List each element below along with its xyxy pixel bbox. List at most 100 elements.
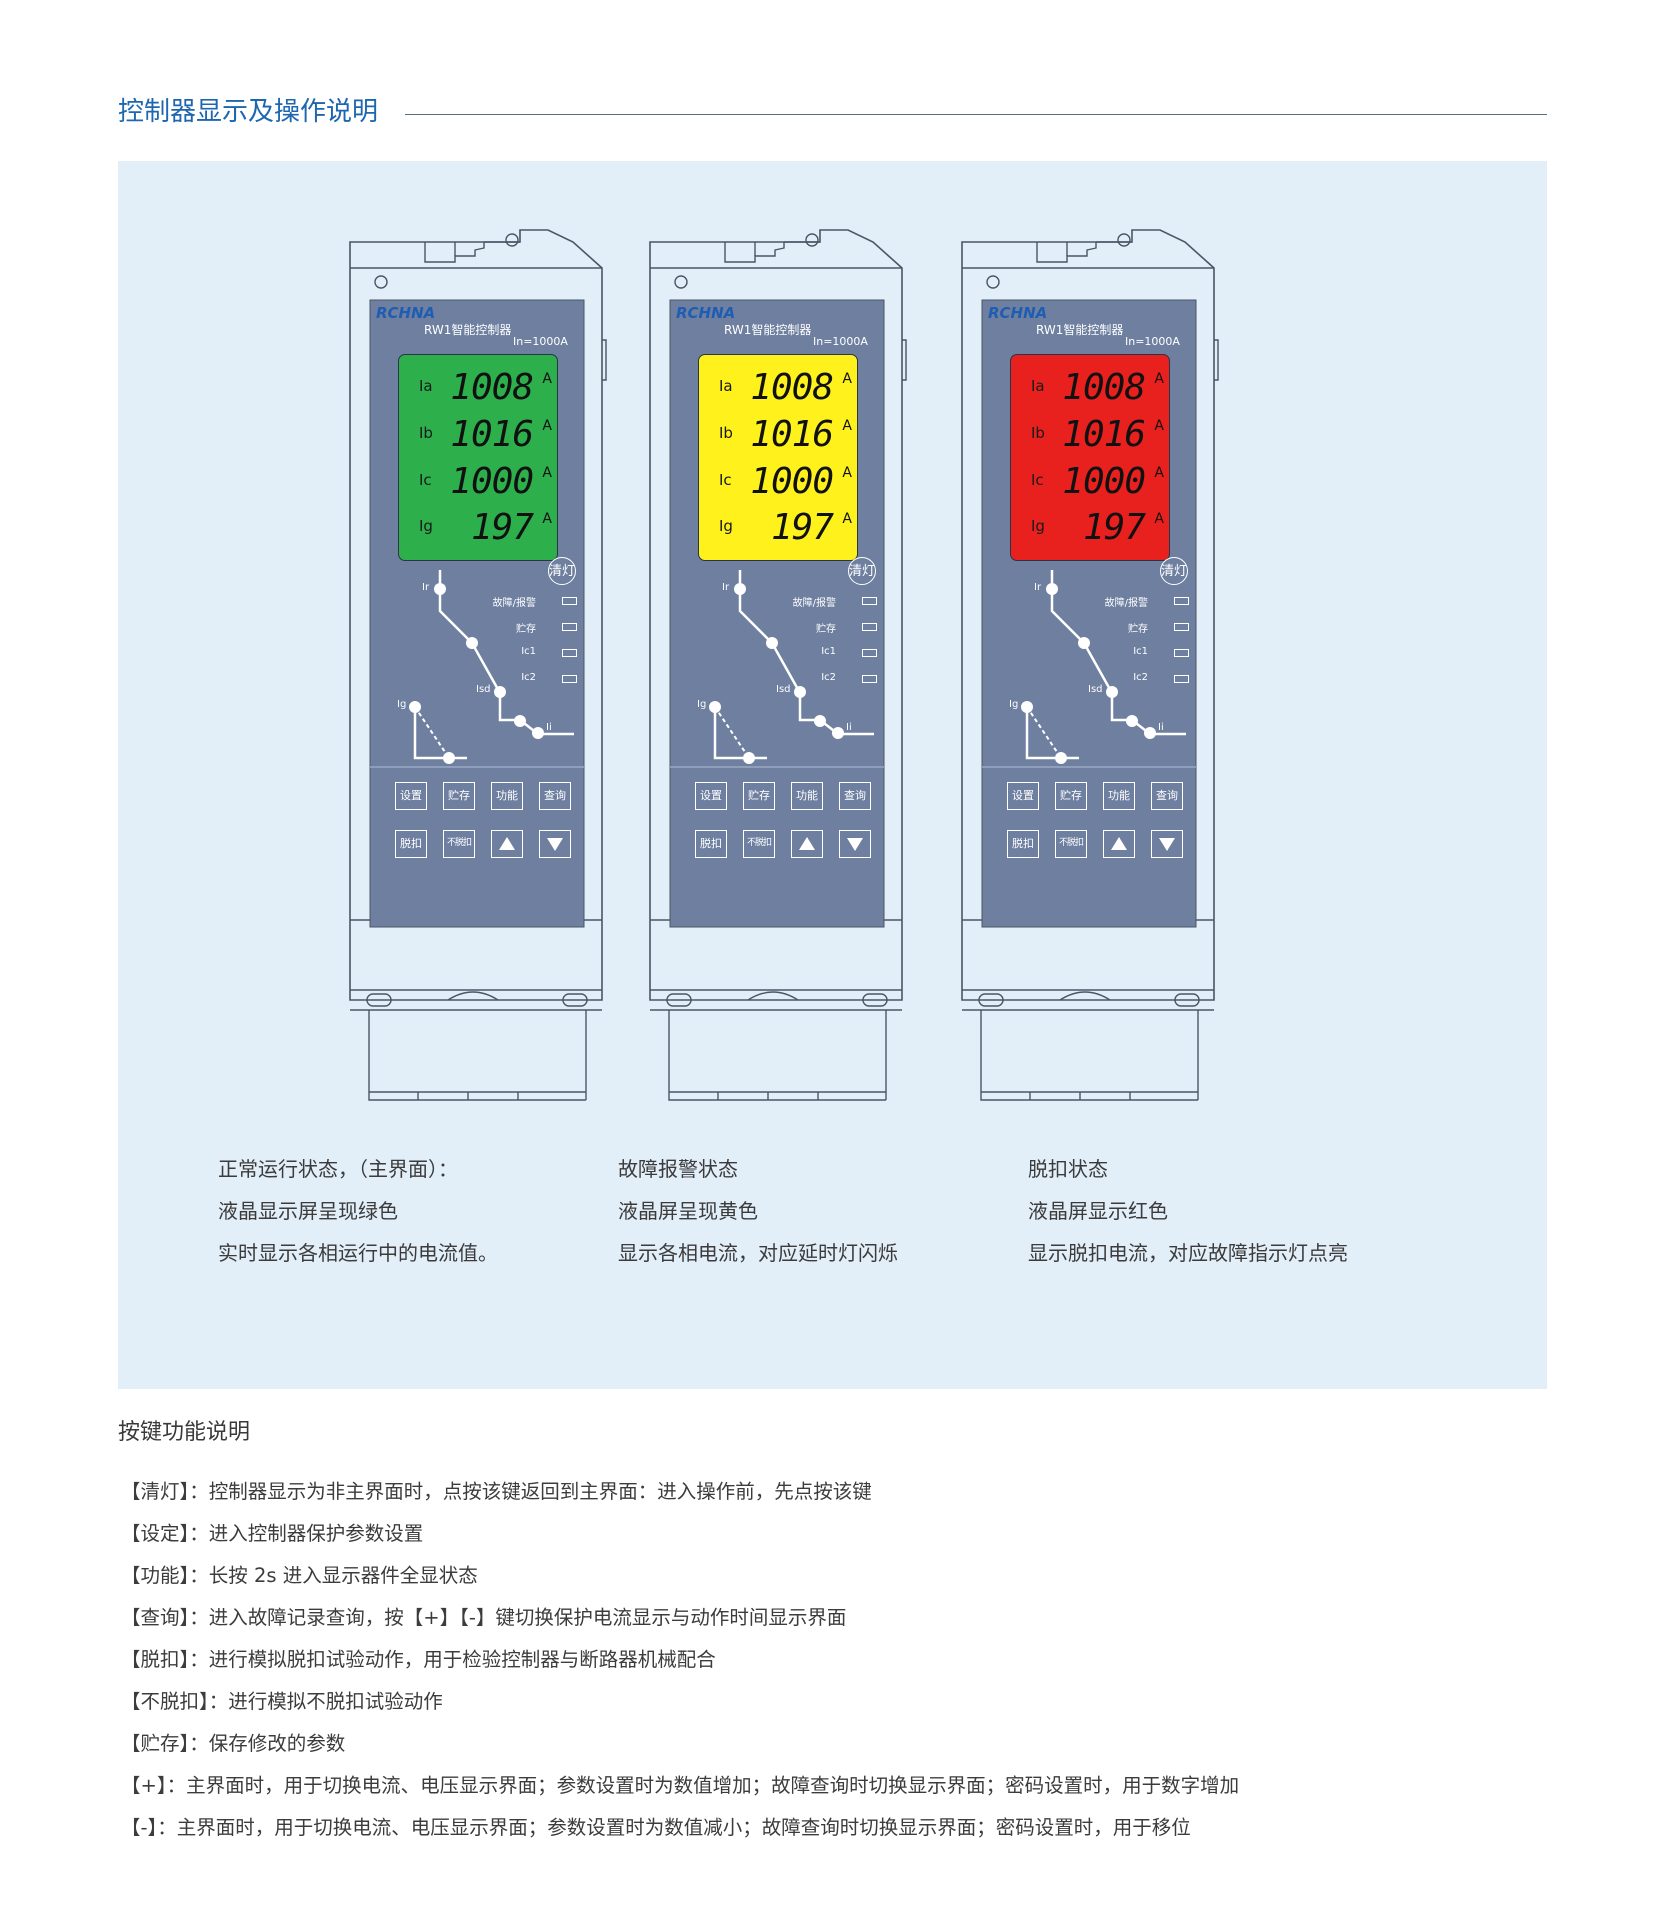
no-trip-button[interactable]: 不脱扣 [743, 830, 775, 858]
up-arrow-icon [1111, 837, 1127, 850]
up-arrow-button[interactable] [1103, 830, 1135, 858]
current-value: 1000 [450, 461, 534, 502]
key-function-item: 【+】：主界面时，用于切换电流、电压显示界面；参数设置时为数值增加；故障查询时切… [121, 1774, 1240, 1797]
settings-button[interactable]: 设置 [395, 782, 427, 810]
key-function-item: 【-】：主界面时，用于切换电流、电压显示界面；参数设置时为数值减小；故障查询时切… [121, 1816, 1191, 1839]
key-function-item: 【不脱扣】：进行模拟不脱扣试验动作 [121, 1690, 443, 1713]
indicator-label: Ic2 [1133, 672, 1148, 683]
controller-housing [961, 229, 1219, 1101]
curve-label-ir: Ir [722, 582, 730, 593]
up-arrow-button[interactable] [491, 830, 523, 858]
unit-label: A [542, 418, 552, 434]
clear-light-button[interactable]: 清灯 [1160, 557, 1188, 585]
indicator-light [562, 675, 577, 683]
model-label: RW1智能控制器 [1036, 323, 1124, 337]
lcd-reading-row: Ia 1008 A [699, 365, 859, 411]
lcd-reading-row: Ig 197 A [1011, 505, 1171, 551]
rating-label: In=1000A [813, 335, 868, 348]
lcd-reading-row: Ig 197 A [399, 505, 559, 551]
indicator-label: 故障/报警 [492, 598, 536, 609]
up-arrow-icon [499, 837, 515, 850]
lcd-reading-row: Ib 1016 A [1011, 412, 1171, 458]
curve-label-ig: Ig [697, 699, 707, 710]
down-arrow-icon [547, 838, 563, 851]
key-functions-title: 按键功能说明 [118, 1420, 251, 1445]
curve-label-ig: Ig [1009, 699, 1019, 710]
down-arrow-button[interactable] [539, 830, 571, 858]
indicator-light [1174, 597, 1189, 605]
store-button[interactable]: 贮存 [1055, 782, 1087, 810]
current-value: 197 [770, 507, 834, 548]
curve-label-isd: Isd [776, 684, 791, 695]
function-button[interactable]: 功能 [791, 782, 823, 810]
trip-button[interactable]: 脱扣 [1007, 830, 1039, 858]
device-caption-line: 实时显示各相运行中的电流值。 [218, 1241, 498, 1265]
phase-label: Ib [1031, 424, 1045, 442]
down-arrow-button[interactable] [1151, 830, 1183, 858]
curve-label-ir: Ir [422, 582, 430, 593]
indicator-label: 贮存 [816, 624, 836, 635]
lcd-reading-row: Ia 1008 A [399, 365, 559, 411]
query-button[interactable]: 查询 [539, 782, 571, 810]
lcd-reading-row: Ic 1000 A [699, 459, 859, 505]
no-trip-button[interactable]: 不脱扣 [1055, 830, 1087, 858]
unit-label: A [842, 371, 852, 387]
unit-label: A [1154, 418, 1164, 434]
phase-label: Ib [719, 424, 733, 442]
indicator-label: 故障/报警 [1104, 598, 1148, 609]
lcd-reading-row: Ic 1000 A [1011, 459, 1171, 505]
unit-label: A [842, 465, 852, 481]
title-rule [405, 114, 1547, 115]
indicator-light [862, 675, 877, 683]
curve-label-isd: Isd [1088, 684, 1103, 695]
trip-button[interactable]: 脱扣 [695, 830, 727, 858]
query-button[interactable]: 查询 [839, 782, 871, 810]
store-button[interactable]: 贮存 [743, 782, 775, 810]
phase-label: Ia [1031, 377, 1045, 395]
curve-label-ii: Ii [546, 722, 552, 733]
function-button[interactable]: 功能 [1103, 782, 1135, 810]
trip-button[interactable]: 脱扣 [395, 830, 427, 858]
store-button[interactable]: 贮存 [443, 782, 475, 810]
unit-label: A [1154, 465, 1164, 481]
settings-button[interactable]: 设置 [695, 782, 727, 810]
indicator-label: Ic1 [521, 646, 536, 657]
current-value: 197 [1082, 507, 1146, 548]
no-trip-button[interactable]: 不脱扣 [443, 830, 475, 858]
indicator-light [862, 597, 877, 605]
phase-label: Ig [1031, 517, 1045, 535]
phase-label: Ig [719, 517, 733, 535]
indicator-light [862, 649, 877, 657]
rating-label: In=1000A [513, 335, 568, 348]
curve-label-isd: Isd [476, 684, 491, 695]
settings-button[interactable]: 设置 [1007, 782, 1039, 810]
down-arrow-button[interactable] [839, 830, 871, 858]
clear-light-button[interactable]: 清灯 [548, 557, 576, 585]
up-arrow-button[interactable] [791, 830, 823, 858]
indicator-label: Ic2 [521, 672, 536, 683]
device-caption-line: 液晶屏呈现黄色 [618, 1199, 758, 1223]
unit-label: A [1154, 371, 1164, 387]
up-arrow-icon [799, 837, 815, 850]
function-button[interactable]: 功能 [491, 782, 523, 810]
rating-label: In=1000A [1125, 335, 1180, 348]
model-label: RW1智能控制器 [424, 323, 512, 337]
model-label: RW1智能控制器 [724, 323, 812, 337]
curve-label-ig: Ig [397, 699, 407, 710]
query-button[interactable]: 查询 [1151, 782, 1183, 810]
current-value: 1008 [750, 367, 834, 408]
unit-label: A [842, 418, 852, 434]
device-caption-line: 显示脱扣电流，对应故障指示灯点亮 [1028, 1241, 1348, 1265]
key-function-item: 【查询】：进入故障记录查询，按【+】【-】键切换保护电流显示与动作时间显示界面 [121, 1606, 847, 1629]
device-caption-line: 液晶显示屏呈现绿色 [218, 1199, 398, 1223]
indicator-light [562, 649, 577, 657]
phase-label: Ig [419, 517, 433, 535]
clear-light-button[interactable]: 清灯 [848, 557, 876, 585]
lcd-reading-row: Ib 1016 A [399, 412, 559, 458]
section-title: 控制器显示及操作说明 [118, 97, 379, 127]
current-value: 1008 [1062, 367, 1146, 408]
indicator-label: 故障/报警 [792, 598, 836, 609]
